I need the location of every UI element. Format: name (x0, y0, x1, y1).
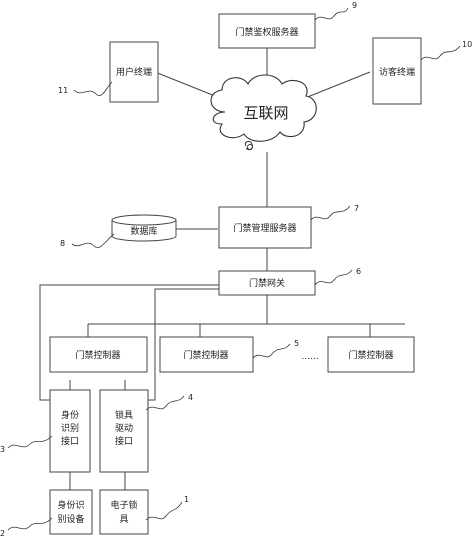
leader-8 (71, 233, 115, 248)
callout-leaders (7, 7, 461, 531)
lock-interface-node: 锁具 驱动 接口 (99, 389, 149, 473)
gateway-node: 门禁网关 (218, 270, 316, 296)
controller-label-1: 门禁控制器 (75, 349, 120, 361)
id-device-line-2: 别设备 (57, 513, 84, 525)
id-interface-line-2: 识别 (61, 423, 79, 434)
leader-5 (252, 343, 291, 359)
controller-node-3: 门禁控制器 (327, 336, 415, 373)
controller-label-3: 门禁控制器 (348, 349, 393, 361)
callout-7: 7 (354, 204, 359, 213)
connectors (39, 48, 405, 490)
e-lock-line-1: 电子锁 (110, 499, 137, 511)
internet-cloud: 互联网 (210, 74, 317, 151)
callout-3: 3 (0, 445, 5, 454)
callout-2: 2 (0, 529, 5, 538)
id-device-line-1: 身份识 (57, 499, 84, 511)
lock-interface-line-3: 接口 (115, 435, 133, 447)
leader-9 (314, 7, 349, 21)
gateway-to-id-interface-line (39, 284, 219, 401)
ellipsis: ...... (301, 352, 318, 362)
visitor-terminal-label: 访客终端 (379, 66, 415, 78)
leader-7 (310, 205, 351, 221)
id-interface-line-1: 身份 (61, 409, 79, 421)
gateway-to-lock-interface-line (148, 288, 219, 401)
user-terminal-label: 用户终端 (116, 66, 152, 78)
leader-11 (73, 81, 113, 96)
gateway-label: 门禁网关 (249, 277, 285, 289)
callout-6: 6 (356, 267, 361, 276)
database-label: 数据库 (130, 225, 157, 237)
callout-9: 9 (352, 1, 357, 10)
leader-2 (7, 517, 53, 531)
user-terminal-node: 用户终端 (109, 41, 159, 103)
leader-6 (314, 269, 353, 286)
callout-5: 5 (294, 339, 299, 348)
callout-4: 4 (188, 393, 193, 402)
e-lock-line-2: 具 (119, 514, 128, 525)
lock-interface-line-1: 锁具 (115, 409, 133, 421)
e-lock-node: 电子锁 具 (99, 489, 149, 535)
id-device-node: 身份识 别设备 (49, 489, 93, 535)
auth-server-label: 门禁鉴权服务器 (235, 26, 298, 38)
controller-label-2: 门禁控制器 (183, 349, 228, 361)
mgmt-server-label: 门禁管理服务器 (233, 222, 296, 234)
internet-label: 互联网 (243, 104, 288, 122)
callout-11: 11 (58, 86, 68, 95)
controller-node-1: 门禁控制器 (49, 336, 148, 373)
callout-8: 8 (60, 239, 65, 248)
mgmt-server-node: 门禁管理服务器 (218, 206, 312, 249)
leader-1 (145, 501, 183, 521)
visitor-terminal-node: 访客终端 (372, 37, 422, 105)
callout-10: 10 (462, 40, 472, 49)
leader-10 (420, 45, 461, 61)
controller-node-2: 门禁控制器 (159, 336, 254, 373)
visitor-to-internet-line (299, 71, 371, 101)
leader-3 (7, 435, 53, 449)
id-interface-line-3: 接口 (61, 435, 79, 447)
database-node: 数据库 (111, 214, 177, 242)
leader-4 (145, 395, 185, 411)
auth-server-node: 门禁鉴权服务器 (218, 13, 316, 49)
id-interface-node: 身份 识别 接口 (49, 389, 91, 473)
callout-1: 1 (184, 495, 189, 504)
lock-interface-line-2: 驱动 (115, 423, 133, 434)
